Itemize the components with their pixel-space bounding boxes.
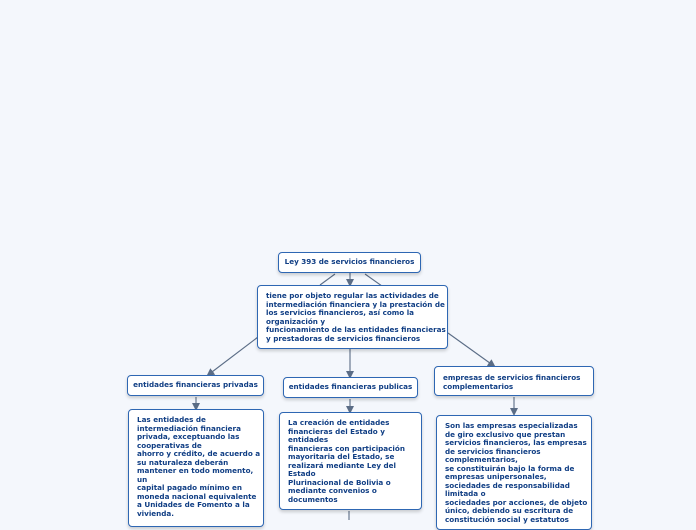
link-root-left-stub (319, 273, 336, 286)
purpose-node[interactable]: tiene por objeto regular las actividades… (257, 285, 448, 349)
private-detail-node[interactable]: Las entidades de intermediación financie… (128, 409, 264, 527)
complementary-services-label: empresas de servicios financieros comple… (443, 373, 581, 391)
public-detail-text: La creación de entidades financieras del… (288, 418, 405, 504)
root-node-label: Ley 393 de servicios financieros (284, 257, 415, 267)
complementary-detail-node[interactable]: Son las empresas especializadas de giro … (436, 415, 592, 530)
purpose-node-label: tiene por objeto regular las actividades… (266, 291, 446, 343)
private-entities-label: entidades financieras privadas (133, 380, 258, 390)
link-root-right-stub (364, 273, 383, 287)
link-purpose-private (206, 336, 259, 377)
complementary-services-node[interactable]: empresas de servicios financieros comple… (434, 366, 594, 396)
private-entities-node[interactable]: entidades financieras privadas (127, 375, 264, 396)
root-node[interactable]: Ley 393 de servicios financieros (278, 252, 421, 273)
link-purpose-complementary (447, 332, 496, 368)
private-detail-text: Las entidades de intermediación financie… (137, 415, 261, 518)
public-entities-node[interactable]: entidades financieras publicas (283, 377, 418, 398)
public-entities-label: entidades financieras publicas (288, 382, 413, 392)
public-detail-node[interactable]: La creación de entidades financieras del… (279, 412, 422, 510)
complementary-detail-text: Son las empresas especializadas de giro … (445, 421, 588, 524)
